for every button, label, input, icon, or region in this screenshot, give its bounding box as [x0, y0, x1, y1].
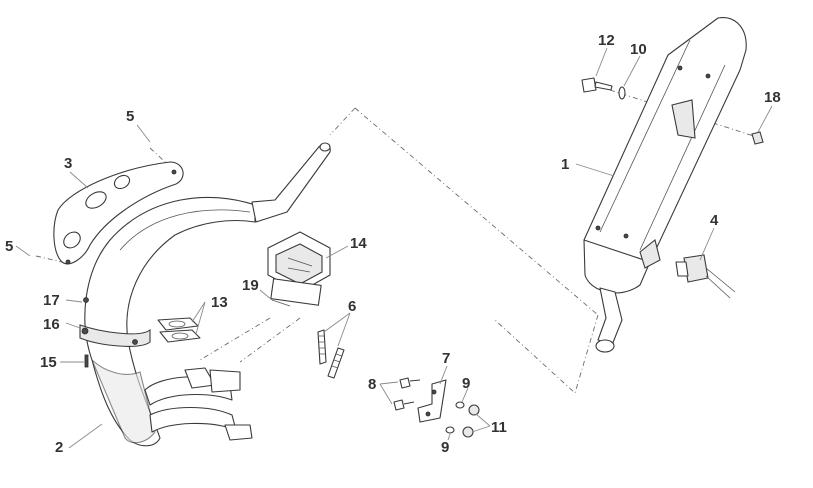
- callout-7: 7: [442, 350, 450, 367]
- callout-1: 1: [561, 156, 569, 173]
- springs: [317, 329, 345, 379]
- heat-shield: [53, 161, 184, 265]
- rubber-grommet: [675, 254, 736, 299]
- callout-5-left: 5: [5, 238, 13, 255]
- callout-19: 19: [242, 277, 259, 294]
- callout-18: 18: [764, 89, 781, 106]
- callout-15: 15: [40, 354, 57, 371]
- exhaust-flange: [267, 231, 331, 307]
- leader-lines: [15, 47, 773, 449]
- expansion-chamber: [79, 142, 331, 447]
- callout-17: 17: [43, 292, 60, 309]
- callout-8: 8: [368, 376, 376, 393]
- callout-4: 4: [710, 212, 719, 229]
- callout-11: 11: [491, 419, 507, 436]
- bracket-hardware: [393, 377, 480, 438]
- assembly-guide-lines: [35, 89, 761, 394]
- silencer-mount-hardware: [581, 77, 764, 145]
- callout-10: 10: [630, 41, 647, 58]
- callout-6: 6: [348, 298, 356, 315]
- callout-3: 3: [64, 155, 72, 172]
- gaskets: [157, 317, 201, 343]
- callout-14: 14: [350, 235, 367, 252]
- callout-5-top: 5: [126, 108, 134, 125]
- callout-9-top: 9: [462, 375, 470, 392]
- callout-13: 13: [211, 294, 228, 311]
- callout-9-bottom: 9: [441, 439, 449, 456]
- silencer: [583, 17, 747, 353]
- callout-12: 12: [598, 32, 615, 49]
- callout-2: 2: [55, 439, 63, 456]
- callout-labels: 1 2 3 4 5 5 6 7 8 9 9 10 11 12 13 14 15 …: [5, 32, 781, 456]
- callout-16: 16: [43, 316, 60, 333]
